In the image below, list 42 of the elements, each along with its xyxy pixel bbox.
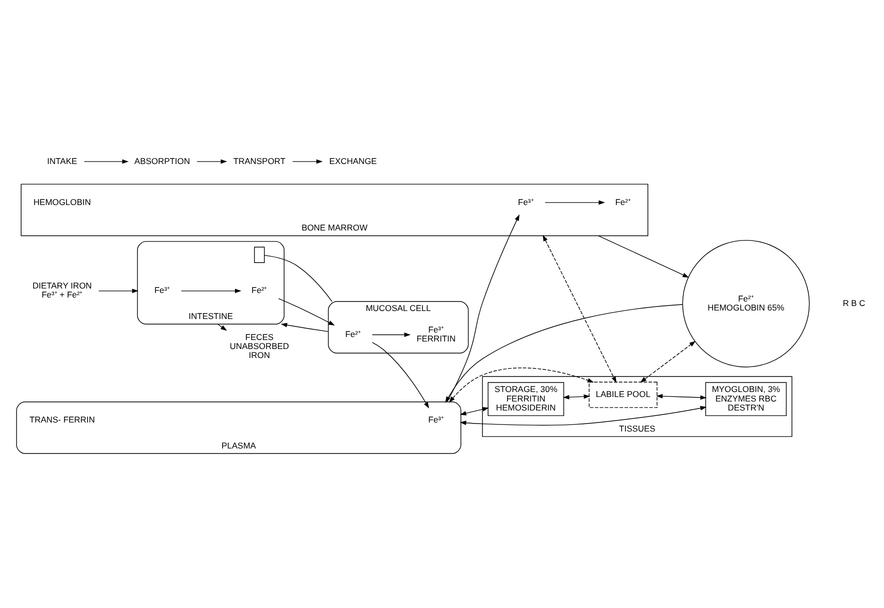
arrow <box>446 214 520 402</box>
arrow <box>196 159 228 164</box>
node-text: Fe²⁺ <box>615 196 631 207</box>
arrow <box>460 406 707 426</box>
node-text: TRANS- FERRIN <box>29 414 95 424</box>
node-label: R B C <box>842 298 866 308</box>
node-box <box>254 246 265 263</box>
node-text: Fe²⁺ <box>345 328 361 339</box>
node-box: STORAGE, 30% FERRITIN HEMOSIDERIN <box>488 382 564 416</box>
arrow <box>542 234 616 383</box>
arrow <box>562 394 590 400</box>
arrow <box>640 340 696 383</box>
arrow <box>656 394 707 400</box>
arrow <box>280 322 329 332</box>
node-text: Fe²⁺ <box>252 285 268 296</box>
arrow <box>217 324 227 331</box>
node-box: LABILE POOL <box>588 382 658 408</box>
node-text: Fe³⁺ <box>518 196 534 207</box>
node-text: Fe³⁺ <box>154 285 170 296</box>
node-text: ABSORPTION <box>134 156 190 166</box>
node-text: HEMOGLOBIN <box>33 196 91 207</box>
node-text: Fe³⁺ FERRITIN <box>416 324 456 344</box>
node-text: EXCHANGE <box>329 156 377 166</box>
arrow <box>544 200 606 205</box>
arrow <box>98 288 139 294</box>
arrow <box>84 159 129 164</box>
node-text: Fe³⁺ <box>428 414 444 424</box>
arrow <box>292 159 323 164</box>
arrow <box>598 235 689 278</box>
node-box: MYOGLOBIN, 3% ENZYMES RBC DESTR'N <box>705 382 787 416</box>
node-text: FECES UNABSORBED IRON <box>230 332 290 360</box>
node-text: TRANSPORT <box>233 156 286 166</box>
node-text: INTAKE <box>47 156 78 166</box>
arrow <box>448 368 594 403</box>
connector <box>264 254 332 302</box>
node-text: DIETARY IRON Fe³⁺ + Fe²⁺ <box>32 280 92 300</box>
arrow <box>372 332 411 337</box>
arrow <box>181 288 242 294</box>
arrow <box>278 298 335 326</box>
arrow <box>445 304 683 403</box>
arrow <box>460 407 489 416</box>
arrow <box>372 342 430 408</box>
